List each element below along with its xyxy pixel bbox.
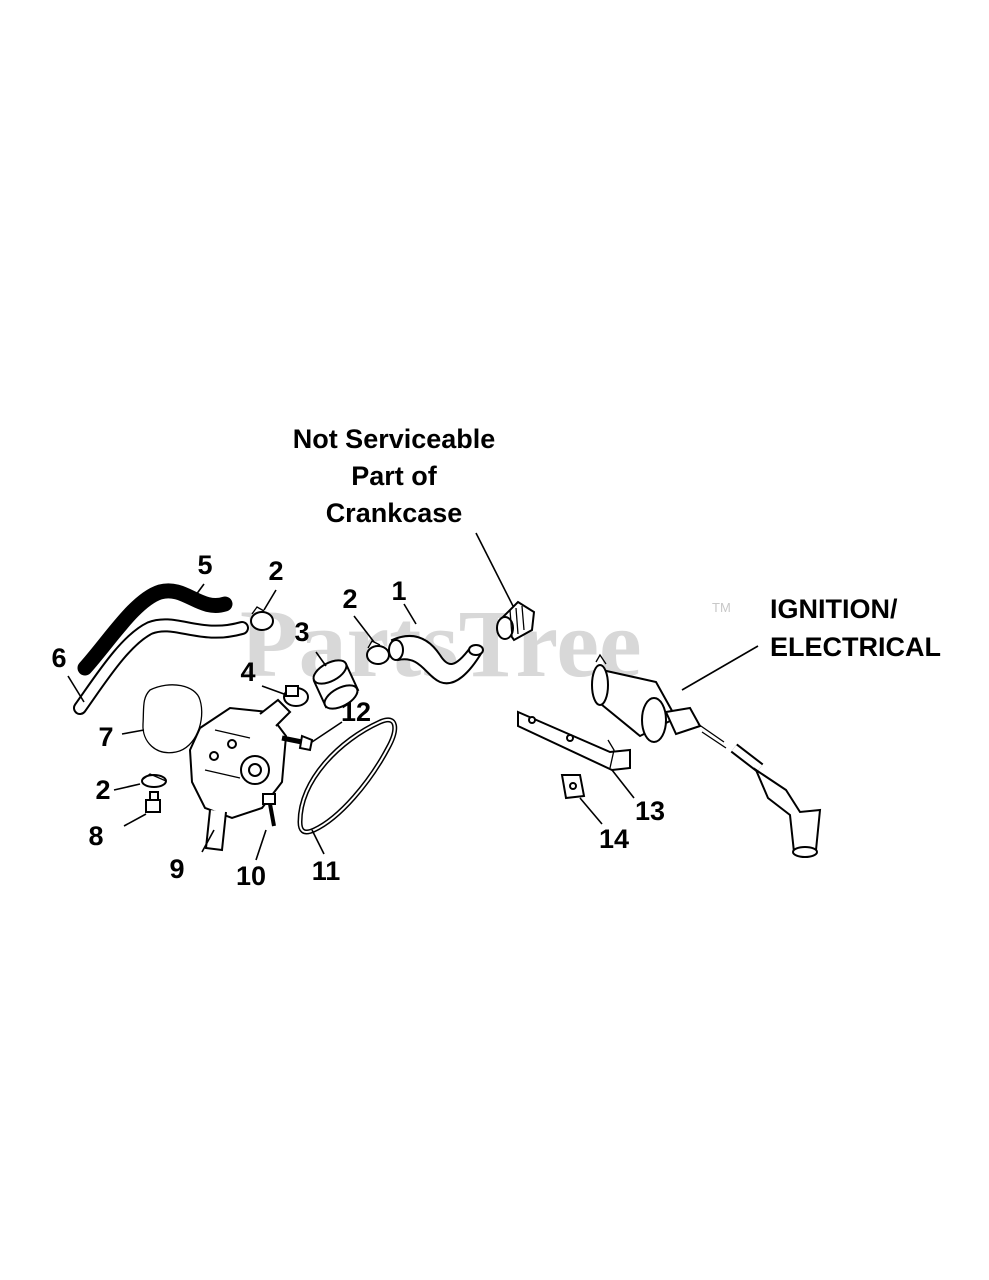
belt-11[interactable] xyxy=(297,717,398,835)
clamp-2-top[interactable] xyxy=(250,606,274,631)
callout-8: 8 xyxy=(88,821,103,851)
callout-12: 12 xyxy=(341,697,371,727)
hose-6[interactable] xyxy=(73,618,249,715)
note-not-serviceable-line-1: Not Serviceable xyxy=(293,424,496,454)
leader-lines xyxy=(67,532,759,861)
callout-2-bottom: 2 xyxy=(95,775,110,805)
callout-3: 3 xyxy=(294,617,309,647)
crankcase-fitting xyxy=(496,600,536,642)
note-not-serviceable-line-2: Part of xyxy=(351,461,438,491)
ignition-coil xyxy=(591,653,822,858)
callout-2-mid: 2 xyxy=(342,584,357,614)
callout-4: 4 xyxy=(240,657,255,687)
note-not-serviceable-line-3: Crankcase xyxy=(326,498,463,528)
callout-11: 11 xyxy=(312,856,341,886)
callout-13: 13 xyxy=(635,796,665,826)
callout-10: 10 xyxy=(236,861,266,891)
water-pump-9[interactable] xyxy=(188,698,292,852)
clamp-4[interactable] xyxy=(283,685,309,707)
screw-10[interactable] xyxy=(262,793,276,827)
bracket-13[interactable] xyxy=(517,710,631,772)
clip-14[interactable] xyxy=(560,774,586,800)
callout-9: 9 xyxy=(169,854,184,884)
clamp-2-bottom[interactable] xyxy=(141,773,167,788)
note-ignition-line-2: ELECTRICAL xyxy=(770,632,941,662)
hose-1[interactable] xyxy=(388,635,484,685)
callout-7: 7 xyxy=(98,722,113,752)
callout-2-top: 2 xyxy=(268,556,283,586)
watermark-trademark: TM xyxy=(712,600,731,615)
fitting-8[interactable] xyxy=(145,791,161,813)
hose-5[interactable] xyxy=(77,583,233,676)
screw-12[interactable] xyxy=(281,734,314,752)
o-ring-7[interactable] xyxy=(142,684,203,754)
callout-6: 6 xyxy=(51,643,66,673)
note-ignition-line-1: IGNITION/ xyxy=(770,594,898,624)
tube-3[interactable] xyxy=(310,656,361,714)
callout-5: 5 xyxy=(197,550,212,580)
callout-1: 1 xyxy=(391,576,406,606)
callout-14: 14 xyxy=(599,824,629,854)
